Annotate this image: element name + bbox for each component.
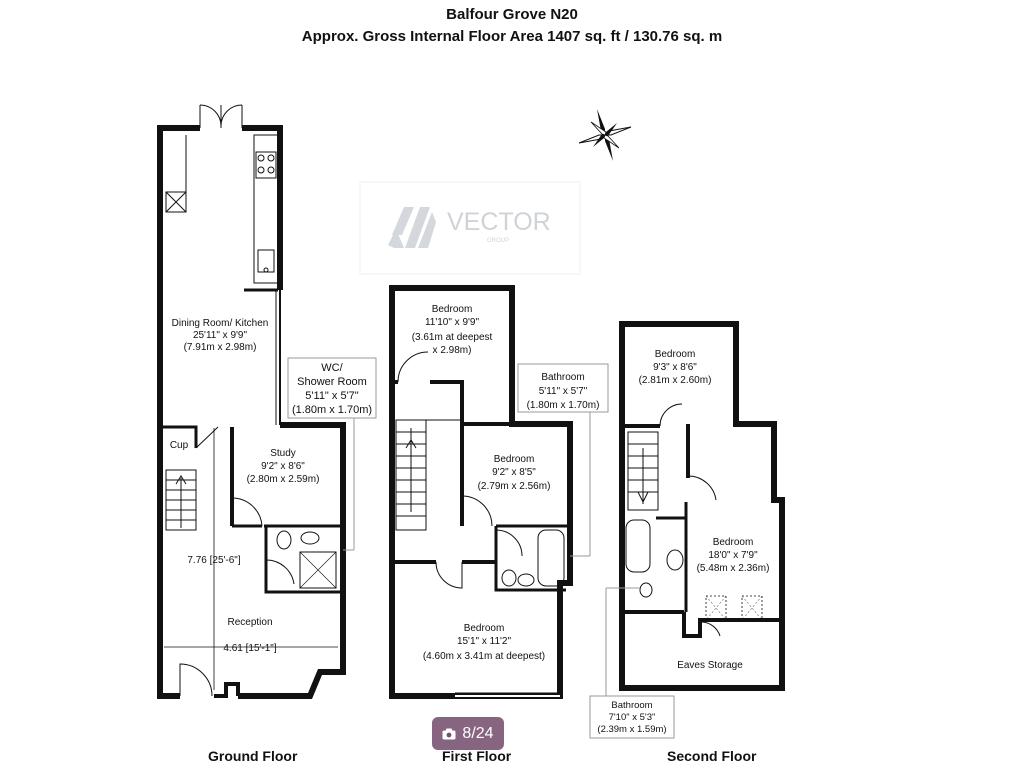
second-floor-label: Second Floor <box>667 748 757 764</box>
dining-room-dim-metric: (7.91m x 2.98m) <box>184 342 257 353</box>
reception-vertical-measure: 7.76 [25'-6"] <box>187 555 240 566</box>
ff-bedroom1-name: Bedroom <box>432 304 473 315</box>
ff-bedroom3-dim-metric: (4.60m x 3.41m at deepest) <box>423 651 545 662</box>
gallery-counter-button[interactable]: 8/24 <box>432 717 504 750</box>
sf-bathroom-dim-metric: (2.39m x 1.59m) <box>597 724 666 735</box>
study-name: Study <box>270 448 296 459</box>
ff-bathroom-dim-metric: (1.80m x 1.70m) <box>527 400 600 411</box>
ff-bedroom1-dim-metric2: x 2.98m) <box>433 345 472 356</box>
eaves-storage-name: Eaves Storage <box>677 660 743 671</box>
ff-bathroom-name: Bathroom <box>541 372 584 383</box>
plan-subtitle: Approx. Gross Internal Floor Area 1407 s… <box>301 28 723 45</box>
cupboard-name: Cup <box>170 440 189 451</box>
study-dim-metric: (2.80m x 2.59m) <box>247 474 320 485</box>
ff-bedroom2-dim-metric: (2.79m x 2.56m) <box>478 481 551 492</box>
sf-bedroom1-dim-imperial: 9'3" x 8'6" <box>653 362 697 373</box>
sf-bedroom2-name: Bedroom <box>713 537 754 548</box>
ff-bedroom2-dim-imperial: 9'2" x 8'5" <box>492 467 536 478</box>
wc-dim-imperial: 5'11" x 5'7" <box>305 390 358 402</box>
vector-logo: VECTOR GROUP <box>359 181 581 275</box>
camera-icon <box>442 728 456 740</box>
sf-bedroom1-dim-metric: (2.81m x 2.60m) <box>639 375 712 386</box>
ground-floor-label: Ground Floor <box>208 748 298 764</box>
watermark-sub: GROUP <box>487 238 509 244</box>
wc-name-line2: Shower Room <box>297 376 367 388</box>
ff-bedroom1-dim-metric1: (3.61m at deepest <box>412 332 493 343</box>
plan-title: Balfour Grove N20 <box>446 6 578 23</box>
reception-horizontal-measure: 4.61 [15'-1"] <box>223 643 276 654</box>
sf-bedroom1-name: Bedroom <box>655 349 696 360</box>
dining-room-dim-imperial: 25'11" x 9'9" <box>193 330 248 341</box>
sf-bedroom2-dim-metric: (5.48m x 2.36m) <box>697 563 770 574</box>
sf-bathroom-dim-imperial: 7'10" x 5'3" <box>609 712 656 723</box>
sf-bathroom-name: Bathroom <box>611 700 652 711</box>
gallery-counter-text: 8/24 <box>462 724 494 742</box>
wc-dim-metric: (1.80m x 1.70m) <box>292 404 372 416</box>
first-floor-plan <box>389 285 573 699</box>
sf-bedroom2-dim-imperial: 18'0" x 7'9" <box>708 550 758 561</box>
ff-bedroom3-name: Bedroom <box>464 623 505 634</box>
study-dim-imperial: 9'2" x 8'6" <box>261 461 305 472</box>
ff-bedroom2-name: Bedroom <box>494 454 535 465</box>
dining-room-name: Dining Room/ Kitchen <box>172 318 269 329</box>
ff-bedroom1-dim-imperial: 11'10" x 9'9" <box>425 317 480 328</box>
compass-icon <box>578 109 632 161</box>
watermark-brand: VECTOR <box>447 208 551 236</box>
reception-name: Reception <box>227 617 272 628</box>
first-floor-label: First Floor <box>442 748 512 764</box>
second-floor-plan <box>619 321 785 691</box>
wc-name-line1: WC/ <box>321 362 343 374</box>
ff-bedroom3-dim-imperial: 15'1" x 11'2" <box>457 636 512 647</box>
ground-floor-plan <box>157 104 346 699</box>
ff-bathroom-dim-imperial: 5'11" x 5'7" <box>539 386 588 397</box>
